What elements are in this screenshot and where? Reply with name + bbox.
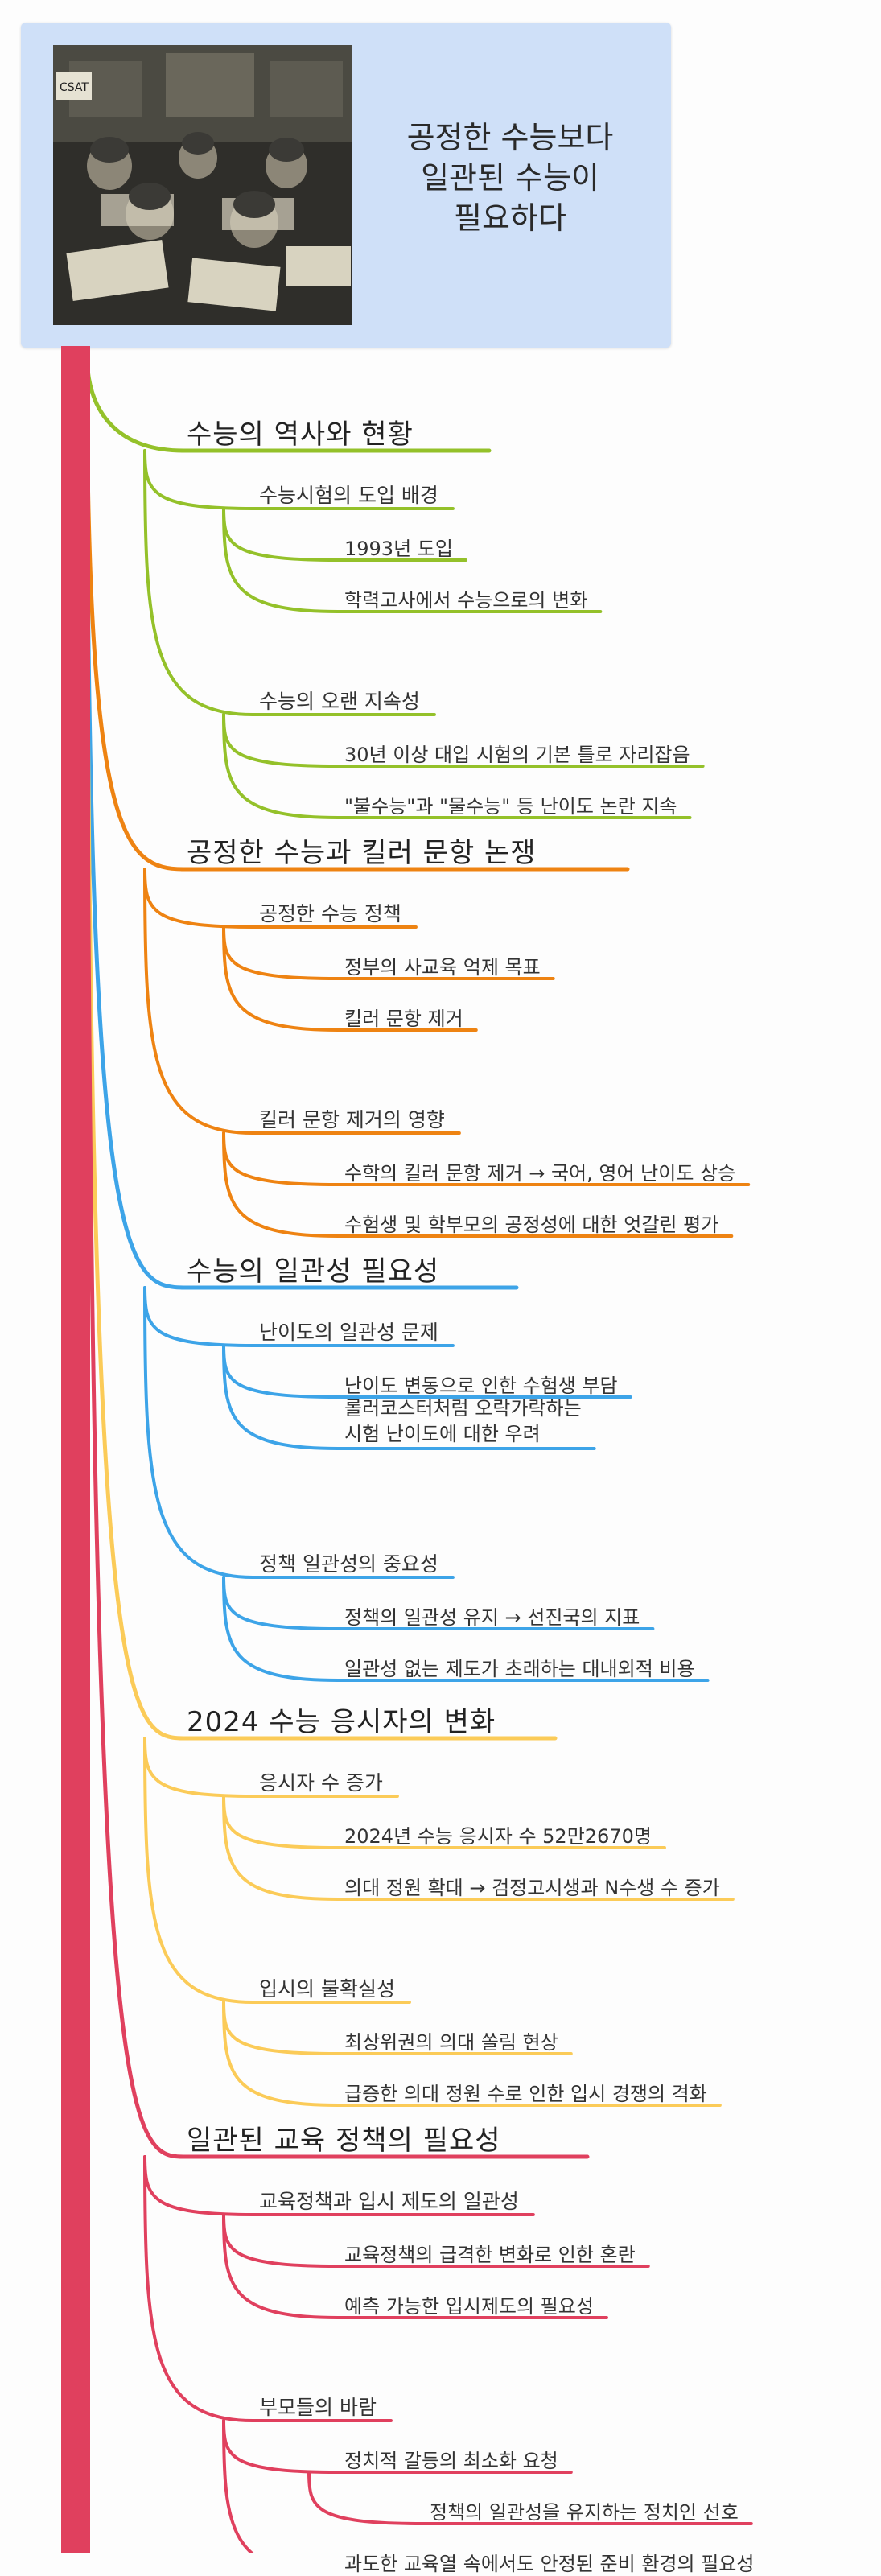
detail-connector (222, 2419, 254, 2553)
detail-item[interactable]: 수학의 킬러 문항 제거 → 국어, 영어 난이도 상승 (344, 1162, 736, 1185)
detail-item[interactable]: 학력고사에서 수능으로의 변화 (344, 589, 588, 612)
detail-connector (222, 507, 340, 562)
subtopic-connector (143, 1737, 254, 1798)
detail-item[interactable]: 교육정책의 급격한 변화로 인한 혼란 (344, 2244, 636, 2266)
detail-connector (222, 2419, 340, 2474)
detail-connector (222, 2213, 340, 2268)
detail-item[interactable]: 과도한 교육열 속에서도 안정된 준비 환경의 필요성 (344, 2553, 755, 2575)
subtopic[interactable]: 공정한 수능 정책 (259, 902, 401, 925)
subtopic-connector (143, 1737, 254, 2004)
root-title-line: 필요하다 (454, 200, 566, 236)
detail-connector (307, 2471, 425, 2525)
subtopic[interactable]: 킬러 문항 제거의 영향 (259, 1108, 445, 1131)
branch-topic[interactable]: 수능의 일관성 필요성 (187, 1255, 440, 1288)
detail-connector (222, 1344, 340, 1399)
detail-item[interactable]: 30년 이상 대입 시험의 기본 틀로 자리잡음 (344, 744, 690, 766)
detail-item[interactable]: 최상위권의 의대 쏠림 현상 (344, 2031, 558, 2054)
detail-connector (222, 1795, 340, 1849)
csat-sign (56, 72, 92, 100)
detail-item[interactable]: 난이도 변동으로 인한 수험생 부담 (344, 1375, 618, 1397)
detail-connector (222, 2213, 340, 2319)
subtopic-connector (143, 868, 254, 929)
detail-item[interactable]: 예측 가능한 입시제도의 필요성 (344, 2295, 594, 2318)
detail-connector (222, 1795, 340, 1901)
detail-connector (222, 1344, 340, 1450)
detail-item[interactable]: 정책의 일관성을 유지하는 정치인 선호 (430, 2501, 739, 2524)
subtopic[interactable]: 교육정책과 입시 제도의 일관성 (259, 2190, 519, 2213)
subtopic[interactable]: 부모들의 바람 (259, 2396, 377, 2419)
detail-connector (222, 1576, 340, 1682)
detail-connector (222, 1131, 340, 1186)
detail-connector (222, 2001, 340, 2055)
detail-item[interactable]: 일관성 없는 제도가 초래하는 대내외적 비용 (344, 1658, 695, 1680)
root-node[interactable]: CSAT 공정한 수능보다 일관된 수능이 필요하다 (21, 23, 671, 348)
root-title: 공정한 수능보다 일관된 수능이 필요하다 (367, 117, 653, 238)
subtopic-connector (143, 2155, 254, 2422)
branch-topic[interactable]: 공정한 수능과 킬러 문항 논쟁 (187, 837, 537, 869)
branch-topic[interactable]: 수능의 역사와 현황 (187, 418, 414, 451)
detail-item[interactable]: 수험생 및 학부모의 공정성에 대한 엇갈린 평가 (344, 1214, 719, 1236)
subtopic-connector (143, 1286, 254, 1579)
detail-item[interactable]: 정책의 일관성 유지 → 선진국의 지표 (344, 1606, 640, 1629)
branch-topic[interactable]: 2024 수능 응시자의 변화 (187, 1706, 496, 1738)
detail-item[interactable]: 1993년 도입 (344, 538, 453, 560)
branch-topic[interactable]: 일관된 교육 정책의 필요성 (187, 2125, 501, 2157)
detail-item[interactable]: "불수능"과 "물수능" 등 난이도 논란 지속 (344, 795, 677, 818)
exam-hall-illustration: CSAT (53, 45, 352, 325)
subtopic-connector (143, 449, 254, 510)
detail-connector (222, 1576, 340, 1630)
branch-connector (84, 352, 186, 872)
detail-item[interactable]: 정부의 사교육 억제 목표 (344, 956, 541, 979)
root-title-line: 공정한 수능보다 (406, 120, 614, 155)
subtopic-connector (143, 868, 254, 1135)
subtopic-connector (143, 449, 254, 716)
svg-text:CSAT: CSAT (60, 81, 89, 94)
subtopic-connector (143, 2155, 254, 2216)
detail-connector (222, 713, 340, 819)
detail-connector (222, 713, 340, 768)
subtopic[interactable]: 정책 일관성의 중요성 (259, 1552, 438, 1576)
detail-item[interactable]: 킬러 문항 제거 (344, 1008, 463, 1030)
subtopic[interactable]: 수능시험의 도입 배경 (259, 484, 438, 507)
subtopic[interactable]: 응시자 수 증가 (259, 1771, 383, 1795)
root-title-line: 일관된 수능이 (421, 160, 599, 196)
detail-connector (222, 2001, 340, 2107)
subtopic-connector (143, 1286, 254, 1347)
detail-item[interactable]: 2024년 수능 응시자 수 52만2670명 (344, 1825, 652, 1848)
detail-item[interactable]: 급증한 의대 정원 수로 인한 입시 경쟁의 격화 (344, 2083, 707, 2105)
subtopic[interactable]: 입시의 불확실성 (259, 1977, 395, 2001)
detail-connector (222, 925, 340, 980)
subtopic[interactable]: 난이도의 일관성 문제 (259, 1321, 438, 1344)
detail-item[interactable]: 의대 정원 확대 → 검정고시생과 N수생 수 증가 (344, 1877, 720, 1899)
trunk-connector (61, 346, 90, 2553)
branch-connector (84, 352, 186, 453)
detail-connector (222, 925, 340, 1032)
detail-connector (222, 1131, 340, 1238)
detail-item[interactable]: 롤러코스터처럼 오락가락하는 시험 난이도에 대한 우려 (344, 1397, 582, 1445)
subtopic[interactable]: 수능의 오랜 지속성 (259, 690, 420, 713)
detail-connector (222, 507, 340, 613)
detail-item[interactable]: 정치적 갈등의 최소화 요청 (344, 2450, 558, 2472)
branch-connector (84, 352, 186, 1290)
